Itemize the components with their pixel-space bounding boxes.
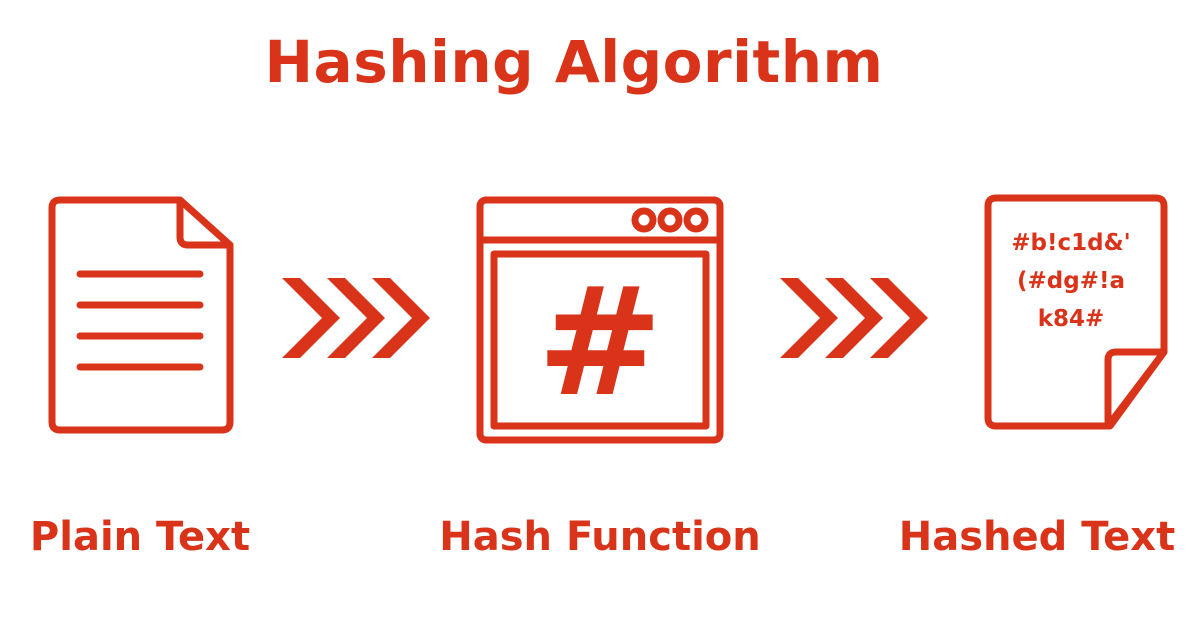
hashed-output-text: #b!c1d&' (#dg#!a k84# (996, 224, 1146, 338)
label-hashed-text: Hashed Text (898, 514, 1176, 560)
label-hash-function: Hash Function (439, 514, 761, 560)
arrow-connector-2 (780, 278, 928, 358)
hashed-line-2: (#dg#!a (1017, 268, 1125, 294)
hashed-line-3: k84# (1037, 306, 1105, 332)
document-icon (48, 196, 234, 434)
hash-symbol: # (537, 256, 663, 430)
label-plain-text: Plain Text (29, 514, 251, 560)
folded-page-icon (984, 194, 1168, 430)
hashed-line-1: #b!c1d&' (1011, 230, 1131, 256)
diagram-title: Hashing Algorithm (264, 28, 884, 96)
browser-window-hash-icon: # (476, 196, 724, 444)
arrow-connector-1 (282, 278, 430, 358)
